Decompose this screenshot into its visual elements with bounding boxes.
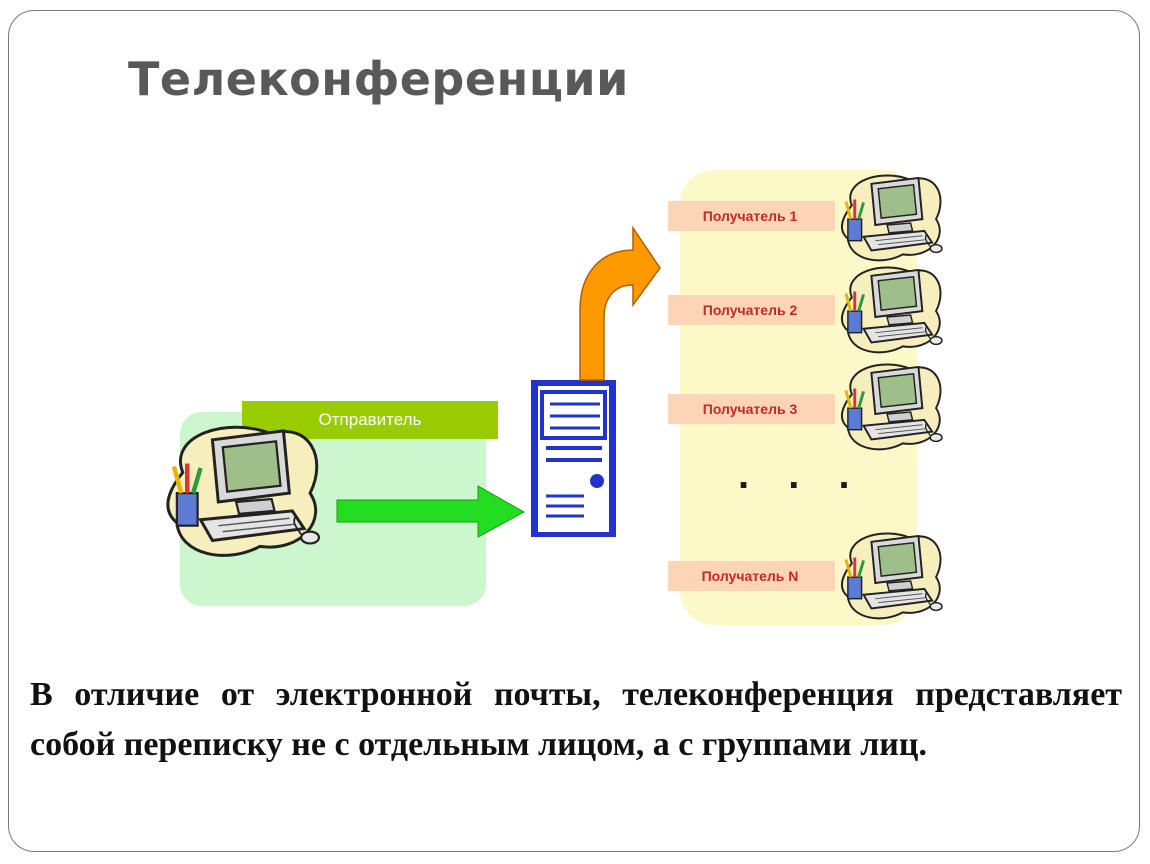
recipient-computer-icon (840, 174, 944, 262)
sender-computer-icon (168, 427, 319, 555)
recipient-computer-icon (840, 532, 944, 620)
caption: В отличие от электронной почты, телеконф… (30, 676, 1122, 763)
recipient-row: Получатель 2 (668, 266, 944, 354)
recipient-row: Получатель N (668, 532, 944, 620)
recipient-row: Получатель 3 (668, 363, 944, 451)
recipient-label-box (668, 561, 835, 591)
recipient-label-box (668, 295, 835, 325)
recipient-label: Получатель 1 (703, 208, 798, 224)
recipient-label: Получатель N (702, 568, 799, 584)
recipient-computer-icon (840, 266, 944, 354)
recipient-label: Получатель 3 (703, 401, 798, 417)
arrow-right-icon (336, 485, 526, 538)
recipient-label-box (668, 394, 835, 424)
arrow-up-right-icon (579, 225, 661, 381)
recipient-row: Получатель 1 (668, 174, 944, 262)
recipient-computer-icon (840, 363, 944, 451)
recipient-label-box (668, 201, 835, 231)
ellipsis: . . . (738, 453, 864, 497)
server-icon (531, 380, 616, 537)
page-title: Телеконференции (128, 52, 629, 106)
recipient-label: Получатель 2 (703, 302, 798, 318)
sender-label: Отправитель (319, 410, 422, 429)
